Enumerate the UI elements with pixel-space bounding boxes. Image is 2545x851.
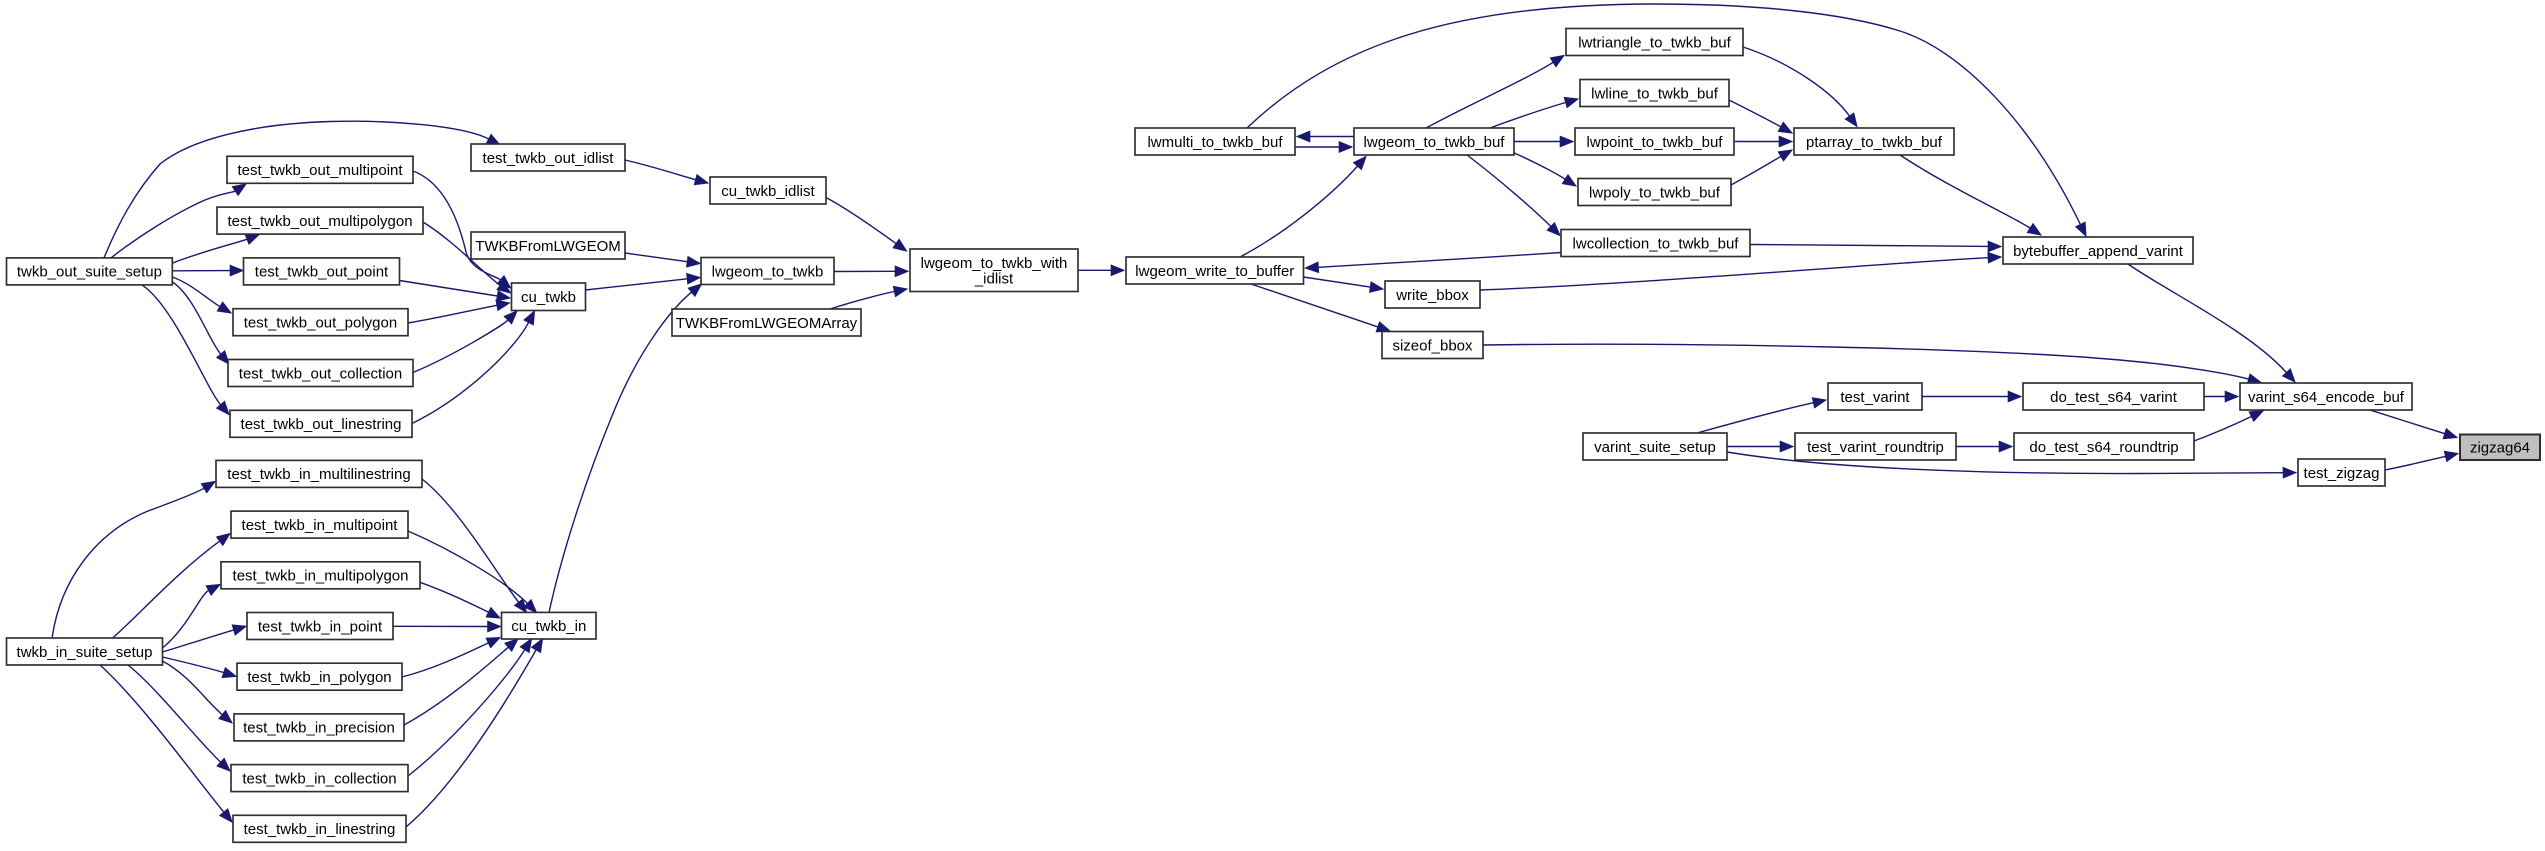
svg-text:test_twkb_out_linestring: test_twkb_out_linestring [241,416,402,433]
svg-text:lwline_to_twkb_buf: lwline_to_twkb_buf [1591,85,1719,102]
svg-text:test_twkb_in_multipoint: test_twkb_in_multipoint [242,517,399,534]
svg-text:TWKBFromLWGEOM: TWKBFromLWGEOM [475,238,621,255]
svg-text:test_twkb_out_polygon: test_twkb_out_polygon [244,315,397,332]
svg-text:lwgeom_to_twkb_with: lwgeom_to_twkb_with [921,255,1068,272]
svg-text:lwmulti_to_twkb_buf: lwmulti_to_twkb_buf [1147,134,1283,151]
svg-text:zigzag64: zigzag64 [2470,440,2530,457]
svg-text:do_test_s64_roundtrip: do_test_s64_roundtrip [2029,439,2178,456]
svg-text:test_twkb_in_polygon: test_twkb_in_polygon [247,669,391,686]
svg-text:test_twkb_in_precision: test_twkb_in_precision [243,720,395,737]
svg-text:lwtriangle_to_twkb_buf: lwtriangle_to_twkb_buf [1578,34,1731,51]
svg-text:test_twkb_out_multipoint: test_twkb_out_multipoint [237,162,403,179]
svg-text:bytebuffer_append_varint: bytebuffer_append_varint [2013,243,2184,260]
svg-text:twkb_out_suite_setup: twkb_out_suite_setup [17,264,162,281]
svg-text:lwpoint_to_twkb_buf: lwpoint_to_twkb_buf [1587,134,1724,151]
svg-text:test_twkb_out_collection: test_twkb_out_collection [239,365,402,382]
svg-text:lwgeom_to_twkb: lwgeom_to_twkb [712,263,824,280]
svg-text:varint_suite_setup: varint_suite_setup [1594,439,1716,456]
svg-text:ptarray_to_twkb_buf: ptarray_to_twkb_buf [1806,134,1943,151]
svg-text:test_twkb_out_idlist: test_twkb_out_idlist [483,150,615,167]
svg-text:test_twkb_in_linestring: test_twkb_in_linestring [244,821,396,838]
svg-text:test_varint_roundtrip: test_varint_roundtrip [1807,439,1944,456]
svg-text:sizeof_bbox: sizeof_bbox [1392,337,1473,354]
svg-text:test_zigzag: test_zigzag [2304,465,2380,482]
svg-text:cu_twkb_in: cu_twkb_in [511,618,586,635]
svg-text:test_twkb_in_collection: test_twkb_in_collection [242,770,396,787]
svg-text:cu_twkb: cu_twkb [521,289,576,306]
svg-text:lwgeom_write_to_buffer: lwgeom_write_to_buffer [1135,263,1294,280]
svg-text:_idlist: _idlist [974,270,1014,287]
svg-text:write_bbox: write_bbox [1395,287,1469,304]
svg-text:test_twkb_in_multipolygon: test_twkb_in_multipolygon [233,568,409,585]
svg-text:twkb_in_suite_setup: twkb_in_suite_setup [17,644,153,661]
svg-text:varint_s64_encode_buf: varint_s64_encode_buf [2248,389,2405,406]
svg-text:test_varint: test_varint [1840,389,1910,406]
svg-text:cu_twkb_idlist: cu_twkb_idlist [721,183,815,200]
svg-text:test_twkb_out_point: test_twkb_out_point [255,264,389,281]
svg-text:lwgeom_to_twkb_buf: lwgeom_to_twkb_buf [1364,134,1506,151]
svg-text:lwpoly_to_twkb_buf: lwpoly_to_twkb_buf [1589,184,1721,201]
svg-text:test_twkb_out_multipolygon: test_twkb_out_multipolygon [227,213,412,230]
svg-text:TWKBFromLWGEOMArray: TWKBFromLWGEOMArray [676,315,858,332]
svg-text:test_twkb_in_multilinestring: test_twkb_in_multilinestring [227,466,410,483]
svg-text:do_test_s64_varint: do_test_s64_varint [2050,389,2178,406]
svg-text:lwcollection_to_twkb_buf: lwcollection_to_twkb_buf [1573,235,1740,252]
svg-text:test_twkb_in_point: test_twkb_in_point [258,618,383,635]
